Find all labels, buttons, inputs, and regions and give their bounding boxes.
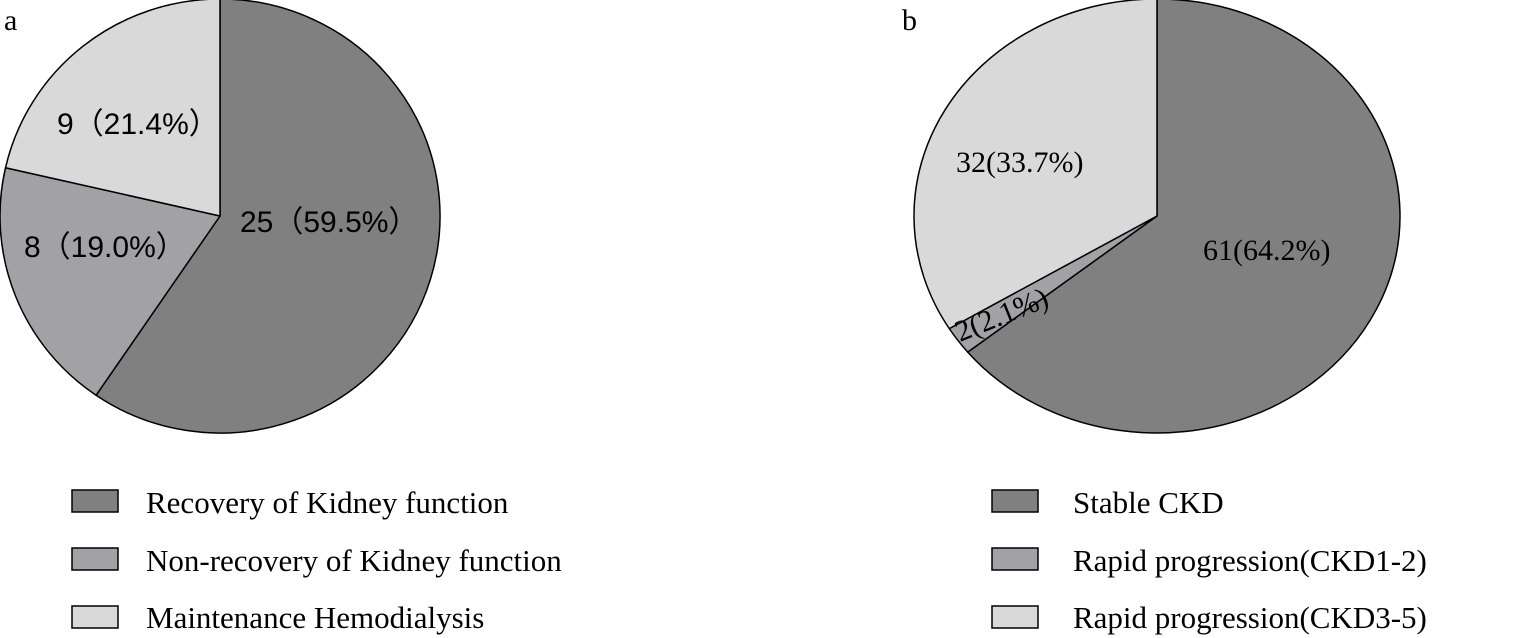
pie-chart-a: a 25（59.5%） 8（19.0%） 9（21.4%） Recovery o… [0, 0, 562, 635]
legend-swatch-stable-ckd [991, 489, 1039, 513]
legend-a: Recovery of Kidney function Non-recovery… [71, 485, 562, 635]
slice-rapid-ckd3-5 [913, 0, 1158, 330]
pie-slices-a [0, 0, 441, 434]
slice-label-stable-ckd: 61(64.2%) [1203, 234, 1330, 267]
legend-swatch-rapid-ckd3-5 [991, 605, 1039, 629]
slice-recovery [95, 0, 441, 434]
legend-swatch-rapid-ckd1-2 [991, 547, 1039, 571]
slice-non-recovery [0, 166, 221, 397]
pie-chart-b: b 61(64.2%) 2(2.1%) 32(33.7%) Stable CKD… [902, 0, 1427, 635]
panel-label-a: a [4, 4, 17, 37]
legend-swatch-hemodialysis [71, 605, 119, 629]
slice-stable-ckd [966, 0, 1401, 434]
slice-label-recovery: 25（59.5%） [240, 206, 418, 239]
legend-label-hemodialysis: Maintenance Hemodialysis [146, 600, 484, 635]
legend-b: Stable CKD Rapid progression(CKD1-2) Rap… [991, 485, 1427, 635]
pie-labels-a: 25（59.5%） 8（19.0%） 9（21.4%） [24, 108, 418, 264]
legend-swatch-non-recovery [71, 547, 119, 571]
legend-label-non-recovery: Non-recovery of Kidney function [146, 543, 562, 578]
slice-label-rapid-ckd3-5: 32(33.7%) [956, 146, 1083, 179]
legend-label-stable-ckd: Stable CKD [1073, 485, 1224, 520]
legend-label-rapid-ckd3-5: Rapid progression(CKD3-5) [1073, 600, 1427, 635]
legend-label-rapid-ckd1-2: Rapid progression(CKD1-2) [1073, 543, 1427, 578]
slice-label-non-recovery: 8（19.0%） [24, 231, 186, 264]
slice-hemodialysis [4, 0, 221, 217]
pie-slices-b [913, 0, 1401, 434]
slice-label-hemodialysis: 9（21.4%） [57, 108, 219, 141]
legend-swatch-recovery [71, 489, 119, 513]
panel-label-b: b [902, 4, 917, 37]
legend-label-recovery: Recovery of Kidney function [146, 485, 509, 520]
